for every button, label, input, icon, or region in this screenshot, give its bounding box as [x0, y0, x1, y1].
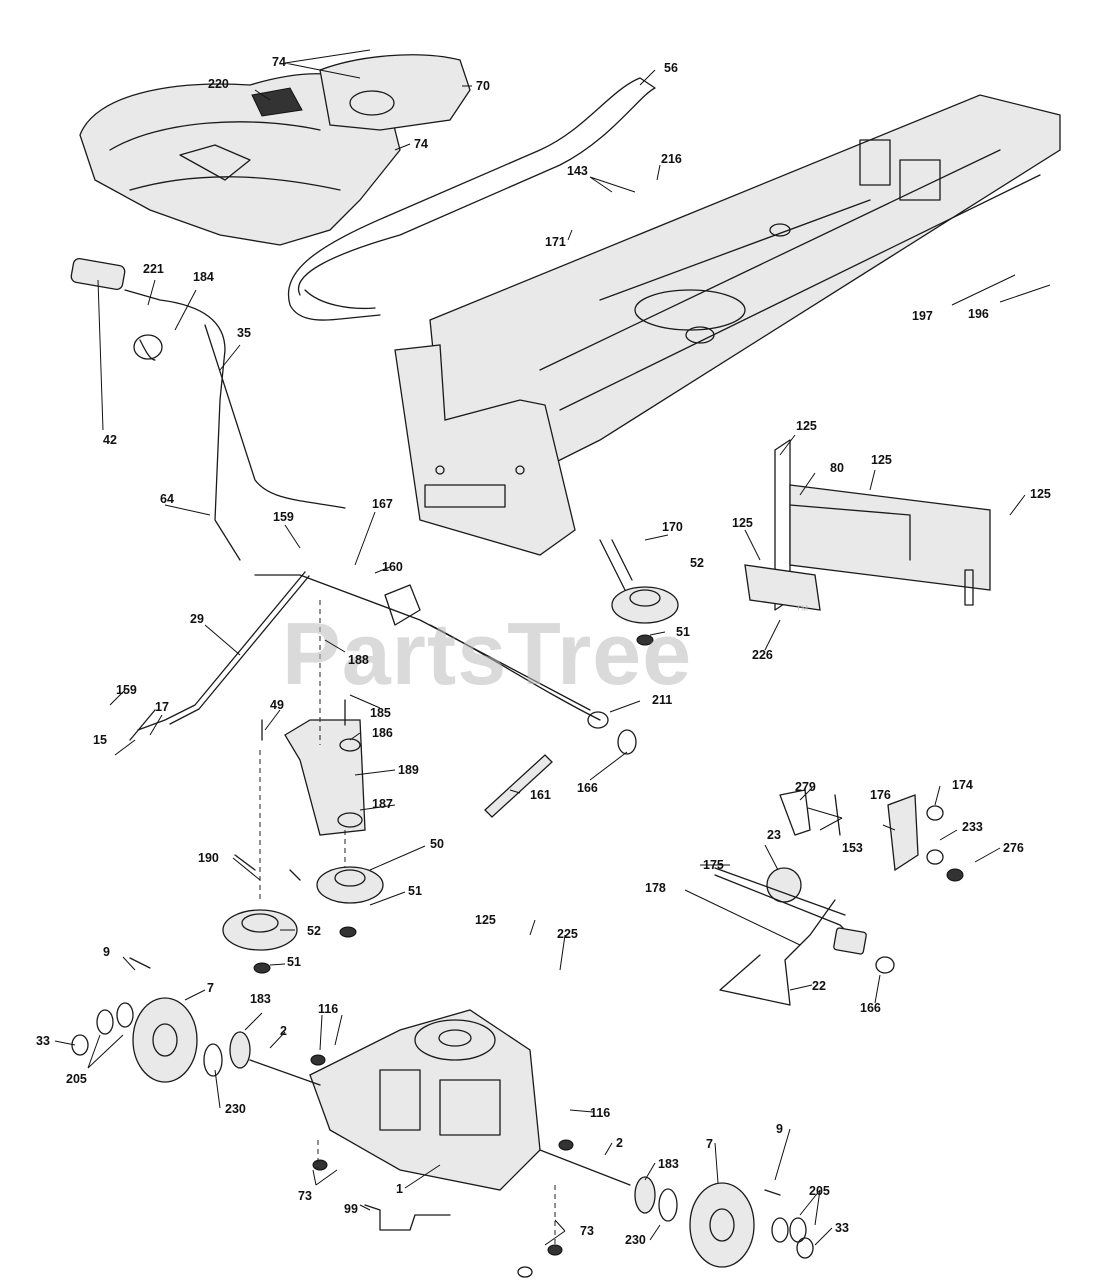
callout-185: 185: [370, 706, 391, 720]
callout-221: 221: [143, 262, 164, 276]
callout-166-a: 166: [577, 781, 598, 795]
callout-189: 189: [398, 763, 419, 777]
callout-49: 49: [270, 698, 284, 712]
callout-175: 175: [703, 858, 724, 872]
callout-42: 42: [103, 433, 117, 447]
callout-9-b: 9: [776, 1122, 783, 1136]
callout-74-mid: 74: [414, 137, 428, 151]
pulleys: [222, 586, 679, 974]
callout-33-a: 33: [36, 1034, 50, 1048]
callout-80: 80: [830, 461, 844, 475]
callout-186: 186: [372, 726, 393, 740]
callout-9-a: 9: [103, 945, 110, 959]
callout-197: 197: [912, 309, 933, 323]
shift-rod: [129, 571, 310, 741]
frame-side-bracket: [394, 344, 576, 556]
callout-99: 99: [344, 1202, 358, 1216]
callout-153: 153: [842, 841, 863, 855]
callout-1: 1: [396, 1182, 403, 1196]
callout-183-a: 183: [250, 992, 271, 1006]
callout-22: 22: [812, 979, 826, 993]
bypass-lever-assembly: [714, 789, 964, 1006]
transaxle: [249, 1009, 631, 1231]
callout-161: 161: [530, 788, 551, 802]
callout-35: 35: [237, 326, 251, 340]
callout-17: 17: [155, 700, 169, 714]
callout-174: 174: [952, 778, 973, 792]
watermark: PartsTree ™: [282, 602, 809, 703]
callout-225: 225: [557, 927, 578, 941]
callout-170: 170: [662, 520, 683, 534]
callout-125-a: 125: [796, 419, 817, 433]
callout-2-a: 2: [280, 1024, 287, 1038]
idler-bracket: [259, 600, 366, 900]
watermark-trademark: ™: [795, 602, 809, 618]
callout-125-b: 125: [871, 453, 892, 467]
callout-56: 56: [664, 61, 678, 75]
callout-73-b: 73: [580, 1224, 594, 1238]
callout-159-a: 159: [273, 510, 294, 524]
callout-216: 216: [661, 152, 682, 166]
callout-160: 160: [382, 560, 403, 574]
wheel-hubs-and-axle-parts: [71, 957, 814, 1278]
callout-52-a: 52: [690, 556, 704, 570]
watermark-text: PartsTree: [282, 604, 692, 703]
callout-171: 171: [545, 235, 566, 249]
callout-183-b: 183: [658, 1157, 679, 1171]
callout-233: 233: [962, 820, 983, 834]
callout-125-e: 125: [475, 913, 496, 927]
callout-187: 187: [372, 797, 393, 811]
callout-116-a: 116: [318, 1002, 338, 1016]
callout-196: 196: [968, 307, 989, 321]
callout-116-b: 116: [590, 1106, 610, 1120]
callout-51-b: 51: [408, 884, 422, 898]
callout-15: 15: [93, 733, 107, 747]
callout-176: 176: [870, 788, 891, 802]
callout-205-b: 205: [809, 1184, 830, 1198]
callout-211: 211: [652, 693, 672, 707]
callout-143: 143: [567, 164, 588, 178]
callout-73-a: 73: [298, 1189, 312, 1203]
leader-lines: [54, 49, 1051, 1246]
callout-50: 50: [430, 837, 444, 851]
callout-51-c: 51: [287, 955, 301, 969]
callout-23: 23: [767, 828, 781, 842]
callout-276: 276: [1003, 841, 1024, 855]
callout-64: 64: [160, 492, 174, 506]
callout-184: 184: [193, 270, 214, 284]
callout-numbers: 74 74 70 220 56 74 143 216 171 221 184 3…: [36, 55, 1051, 1247]
callout-52-b: 52: [307, 924, 321, 938]
callout-70: 70: [476, 79, 490, 93]
callout-7-b: 7: [706, 1137, 713, 1151]
callout-188: 188: [348, 653, 369, 667]
brake-pedal-and-rods: [70, 257, 609, 729]
callout-125-d: 125: [732, 516, 753, 530]
callout-220: 220: [208, 77, 229, 91]
callout-159-b: 159: [116, 683, 137, 697]
callout-2-b: 2: [616, 1136, 623, 1150]
callout-190: 190: [198, 851, 219, 865]
misc-small-parts: [234, 539, 637, 881]
rear-bracket-assembly: [744, 439, 991, 611]
hood-and-seat-shroud: [79, 54, 471, 246]
callout-230-b: 230: [625, 1233, 646, 1247]
drive-belt: [287, 77, 656, 321]
callout-33-b: 33: [835, 1221, 849, 1235]
callout-74-top: 74: [272, 55, 286, 69]
callout-230-a: 230: [225, 1102, 246, 1116]
callout-279: 279: [795, 780, 816, 794]
callout-226: 226: [752, 648, 773, 662]
callout-51-a: 51: [676, 625, 690, 639]
callout-125-c: 125: [1030, 487, 1051, 501]
callout-205-a: 205: [66, 1072, 87, 1086]
callout-7-a: 7: [207, 981, 214, 995]
callout-178: 178: [645, 881, 666, 895]
callout-29: 29: [190, 612, 204, 626]
callout-166-b: 166: [860, 1001, 881, 1015]
callout-167: 167: [372, 497, 393, 511]
